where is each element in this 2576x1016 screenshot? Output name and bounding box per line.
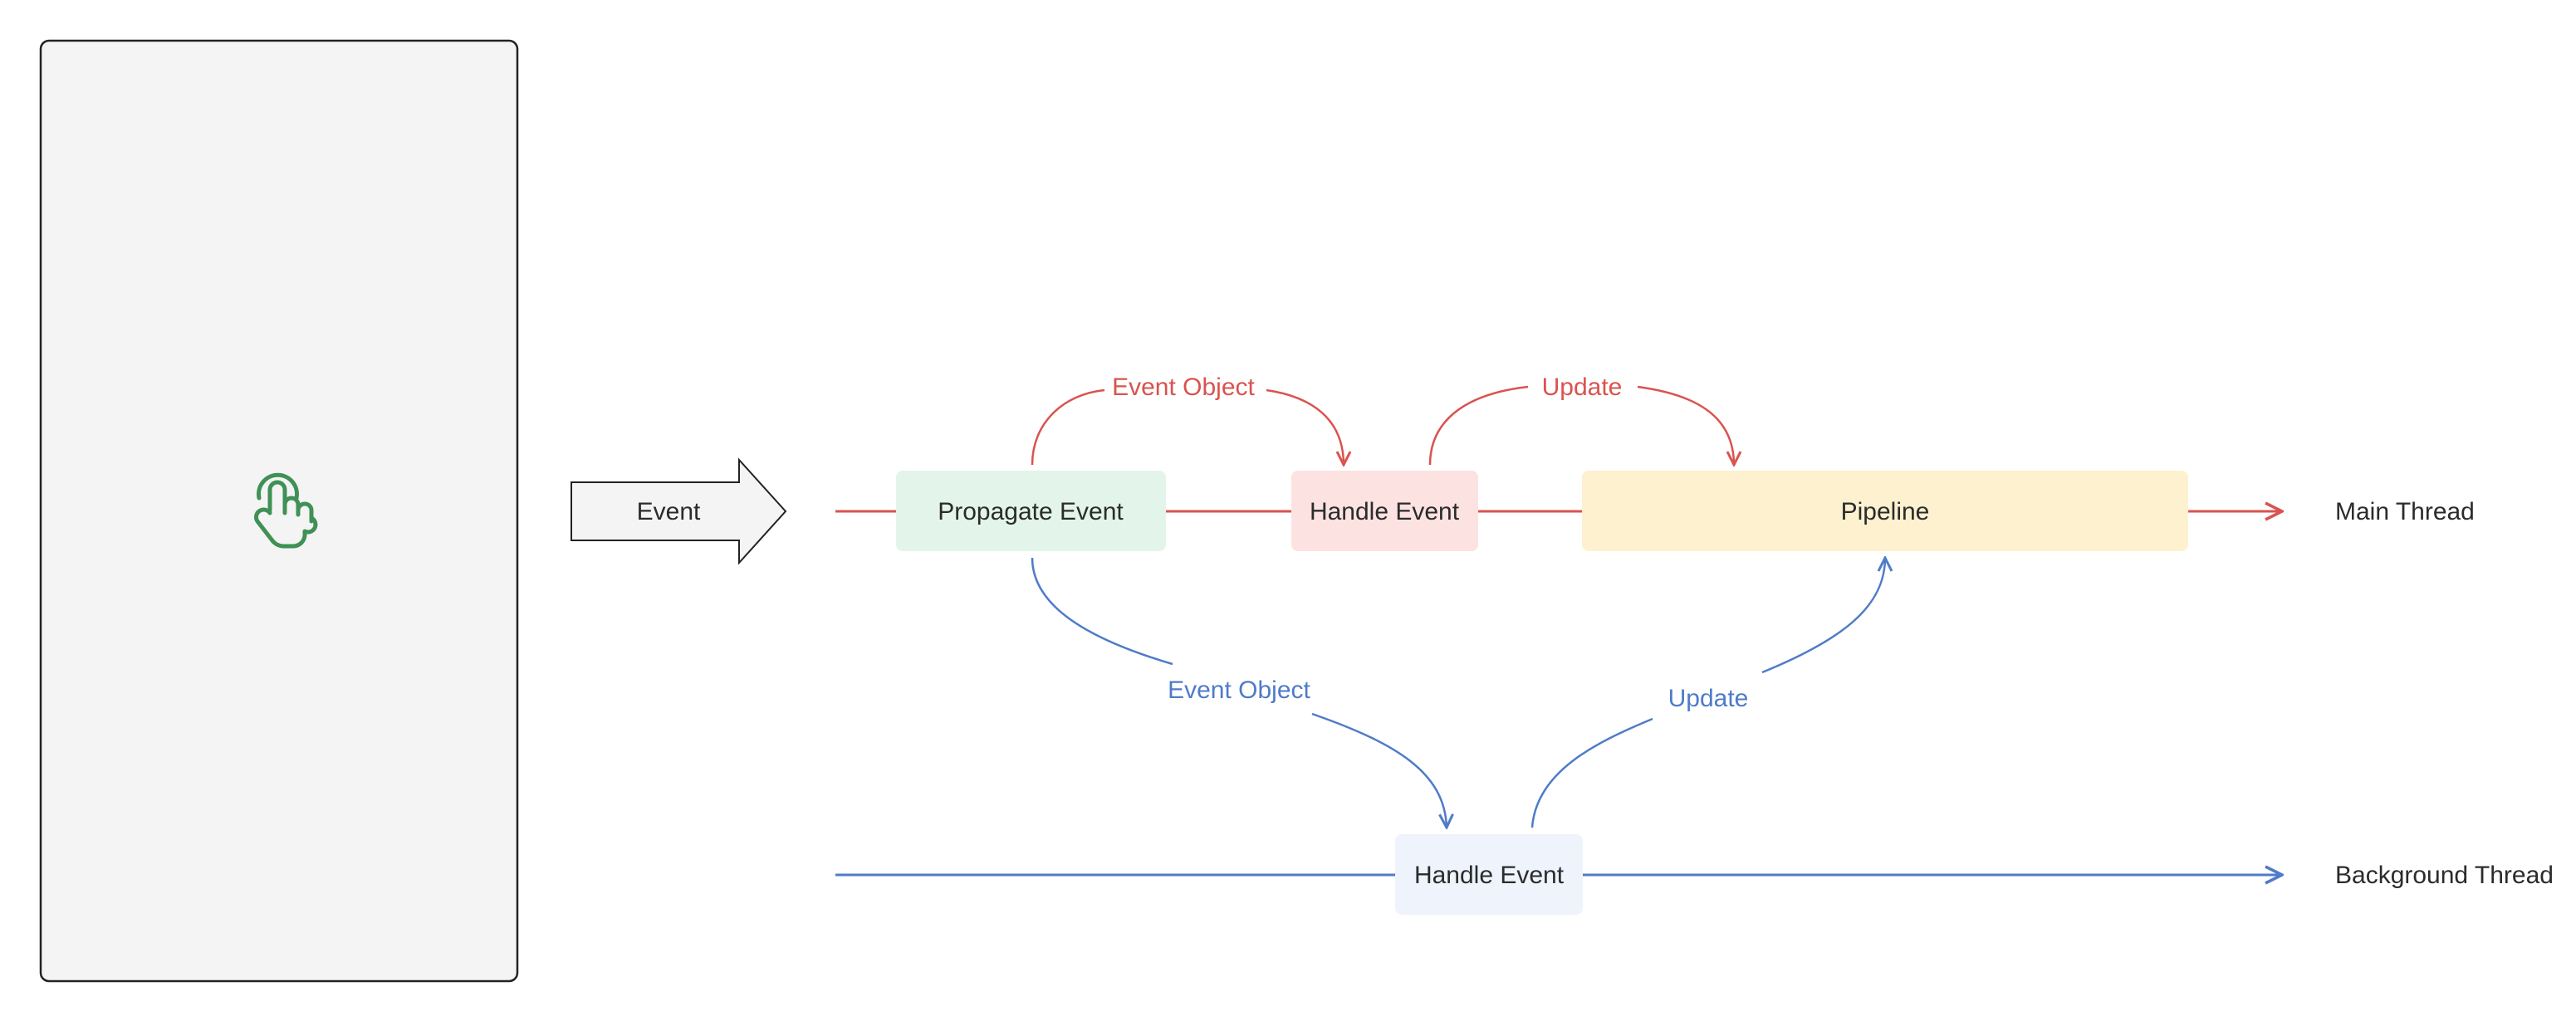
background-handle-event-label: Handle Event [1414, 862, 1565, 889]
tap-hand-icon [254, 472, 318, 549]
background-update-curve-start [1530, 717, 1653, 828]
event-arrow [571, 457, 787, 565]
pipeline-label: Pipeline [1841, 498, 1930, 525]
pipeline-box [1582, 471, 2188, 551]
main-event-object-curve-end [1266, 388, 1344, 465]
propagate-event-box [896, 471, 1166, 551]
main-handle-event-box [1291, 471, 1478, 551]
event-arrow-label: Event [637, 498, 701, 525]
main-event-object-curve-start [1031, 388, 1105, 466]
main-update-curve-end [1637, 385, 1734, 465]
background-handle-event-box [1395, 834, 1583, 915]
background-thread-label: Background Thread [2335, 862, 2554, 889]
main-thread-label: Main Thread [2335, 498, 2475, 525]
main-update-label: Update [1542, 374, 1623, 401]
background-event-object-curve-end [1311, 712, 1447, 828]
device-screen [39, 39, 519, 983]
background-update-label: Update [1668, 685, 1749, 712]
background-event-object-label: Event Object [1168, 677, 1310, 704]
main-event-object-label: Event Object [1112, 374, 1255, 401]
propagate-event-label: Propagate Event [938, 498, 1124, 525]
background-event-object-curve-start [1031, 557, 1173, 666]
main-update-curve-start [1428, 385, 1529, 466]
background-update-curve-end [1761, 558, 1885, 674]
main-handle-event-label: Handle Event [1310, 498, 1460, 525]
